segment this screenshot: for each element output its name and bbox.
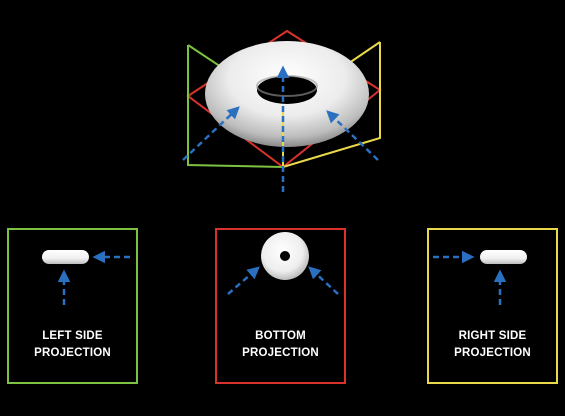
left-side-projection-panel: LEFT SIDE PROJECTION	[7, 228, 138, 384]
arrow-from-right	[326, 110, 379, 161]
left-side-projection-label: LEFT SIDE PROJECTION	[9, 328, 136, 362]
right-plane	[282, 42, 381, 168]
bottom-projection-graphic	[227, 232, 339, 295]
right-label-line2: PROJECTION	[454, 347, 531, 359]
bottom-projection-panel: BOTTOM PROJECTION	[215, 228, 346, 384]
bottom-arrow-left	[227, 266, 260, 295]
right-projection-graphic	[433, 250, 527, 305]
bottom-arrow-right	[308, 266, 339, 295]
bottom-projection-label: BOTTOM PROJECTION	[217, 328, 344, 362]
arrow-from-left	[182, 106, 240, 161]
bottom-label-line1: BOTTOM	[255, 330, 306, 342]
right-side-projection-label: RIGHT SIDE PROJECTION	[429, 328, 556, 362]
right-pill-shape	[480, 250, 527, 264]
torus	[205, 41, 369, 147]
view-arrows	[182, 65, 379, 192]
left-pill-shape	[42, 250, 89, 264]
right-side-projection-panel: RIGHT SIDE PROJECTION	[427, 228, 558, 384]
right-label-line1: RIGHT SIDE	[458, 330, 527, 342]
left-projection-graphic	[42, 250, 130, 305]
bottom-label-line2: PROJECTION	[242, 347, 319, 359]
left-label-line2: PROJECTION	[34, 347, 111, 359]
left-label-line1: LEFT SIDE	[42, 330, 103, 342]
